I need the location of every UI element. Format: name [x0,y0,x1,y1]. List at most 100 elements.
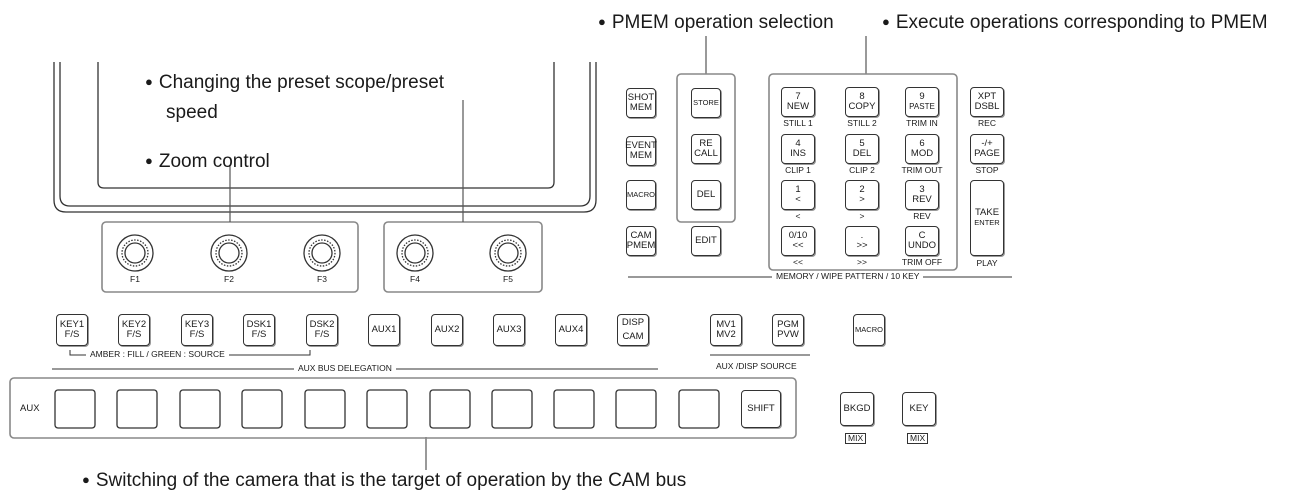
aux-button-5[interactable] [304,389,346,429]
aux-button-7[interactable] [429,389,471,429]
keypad-4-sublabel: CLIP 1 [785,165,811,175]
keypad-2-button[interactable]: 2> [845,180,879,210]
aux-button-8[interactable] [491,389,533,429]
annotation-pmem-selection: ●PMEM operation selection [598,12,834,33]
store-button[interactable]: STORE [691,88,721,118]
aux2-button[interactable]: AUX2 [431,314,463,346]
knob-label-f5: F5 [503,274,513,284]
keypad-6-sublabel: TRIM OUT [901,165,943,175]
lcd-screen-outline [53,62,597,213]
bullet-icon: ● [145,74,153,89]
key-button[interactable]: KEY [902,392,936,426]
del-button[interactable]: DEL [691,180,721,210]
aux-button-4[interactable] [241,389,283,429]
annotation-pmem-execute: ●Execute operations corresponding to PME… [882,12,1268,33]
page-sublabel: STOP [975,165,999,175]
keypad-c-sublabel: TRIM OFF [901,257,943,267]
knob-f1[interactable] [116,234,154,272]
keypad-box [768,73,958,271]
pmem-selection-box [676,73,736,223]
keypad-3-sublabel: REV [913,211,931,221]
knob-f4[interactable] [396,234,434,272]
macro-button[interactable]: MACRO [853,314,885,346]
aux-button-3[interactable] [179,389,221,429]
aux-button-6[interactable] [366,389,408,429]
aux-button-2[interactable] [116,389,158,429]
annotation-preset-line2: speed [166,102,218,123]
bullet-icon: ● [882,14,890,29]
keypad-9-sublabel: TRIM IN [906,118,938,128]
shift-button[interactable]: SHIFT [741,390,781,428]
knobs [116,234,527,272]
aux-button-11[interactable] [678,389,720,429]
bkgd-button[interactable]: BKGD [840,392,874,426]
bullet-icon: ● [598,14,606,29]
aux4-button[interactable]: AUX4 [555,314,587,346]
keypad-7-sublabel: STILL 1 [783,118,813,128]
leader-lines [229,36,867,470]
edit-button[interactable]: EDIT [691,226,721,256]
key-mix-label: MIX [907,433,929,444]
knob-label-f2: F2 [224,274,234,284]
knob-label-f4: F4 [410,274,420,284]
keypad-1-sublabel: < [795,211,801,221]
xpt-dsbl-sublabel: REC [978,118,996,128]
annotation-cam-switch: ●Switching of the camera that is the tar… [82,470,687,491]
keypad-5-sublabel: CLIP 2 [849,165,875,175]
bullet-icon: ● [145,153,153,168]
keypad-0-sublabel: << [793,257,803,267]
knob-f5[interactable] [489,234,527,272]
keypad-1-button[interactable]: 1< [781,180,815,210]
aux-row-buttons [54,389,720,429]
keypad-8-sublabel: STILL 2 [847,118,877,128]
bullet-icon: ● [82,472,90,487]
annotation-preset: ●Changing the preset scope/preset [145,72,445,93]
keypad-0-button[interactable]: 0/10<< [781,226,815,256]
aux-button-1[interactable] [54,389,96,429]
knob-label-f1: F1 [130,274,140,284]
macro-mem-button[interactable]: MACRO [626,180,656,210]
aux-button-10[interactable] [615,389,657,429]
keypad-dot-button[interactable]: .>> [845,226,879,256]
keypad-2-sublabel: > [859,211,865,221]
aux-bus-delegation-label: AUX BUS DELEGATION [294,363,396,373]
keypad-dot-sublabel: >> [857,257,867,267]
take-enter-sublabel: PLAY [976,258,998,268]
aux-row-box [9,377,797,439]
aux1-button[interactable]: AUX1 [368,314,400,346]
amber-label: AMBER : FILL / GREEN : SOURCE [86,349,229,359]
page-button[interactable]: -/+PAGE [970,134,1004,164]
aux-row-label: AUX [20,403,40,414]
annotation-zoom: ●Zoom control [145,151,270,172]
knob-label-f3: F3 [317,274,327,284]
knob-f2[interactable] [210,234,248,272]
aux3-button[interactable]: AUX3 [493,314,525,346]
bkgd-mix-label: MIX [845,433,867,444]
aux-button-9[interactable] [553,389,595,429]
aux-disp-source-label: AUX /DISP SOURCE [716,361,797,371]
knob-f3[interactable] [303,234,341,272]
